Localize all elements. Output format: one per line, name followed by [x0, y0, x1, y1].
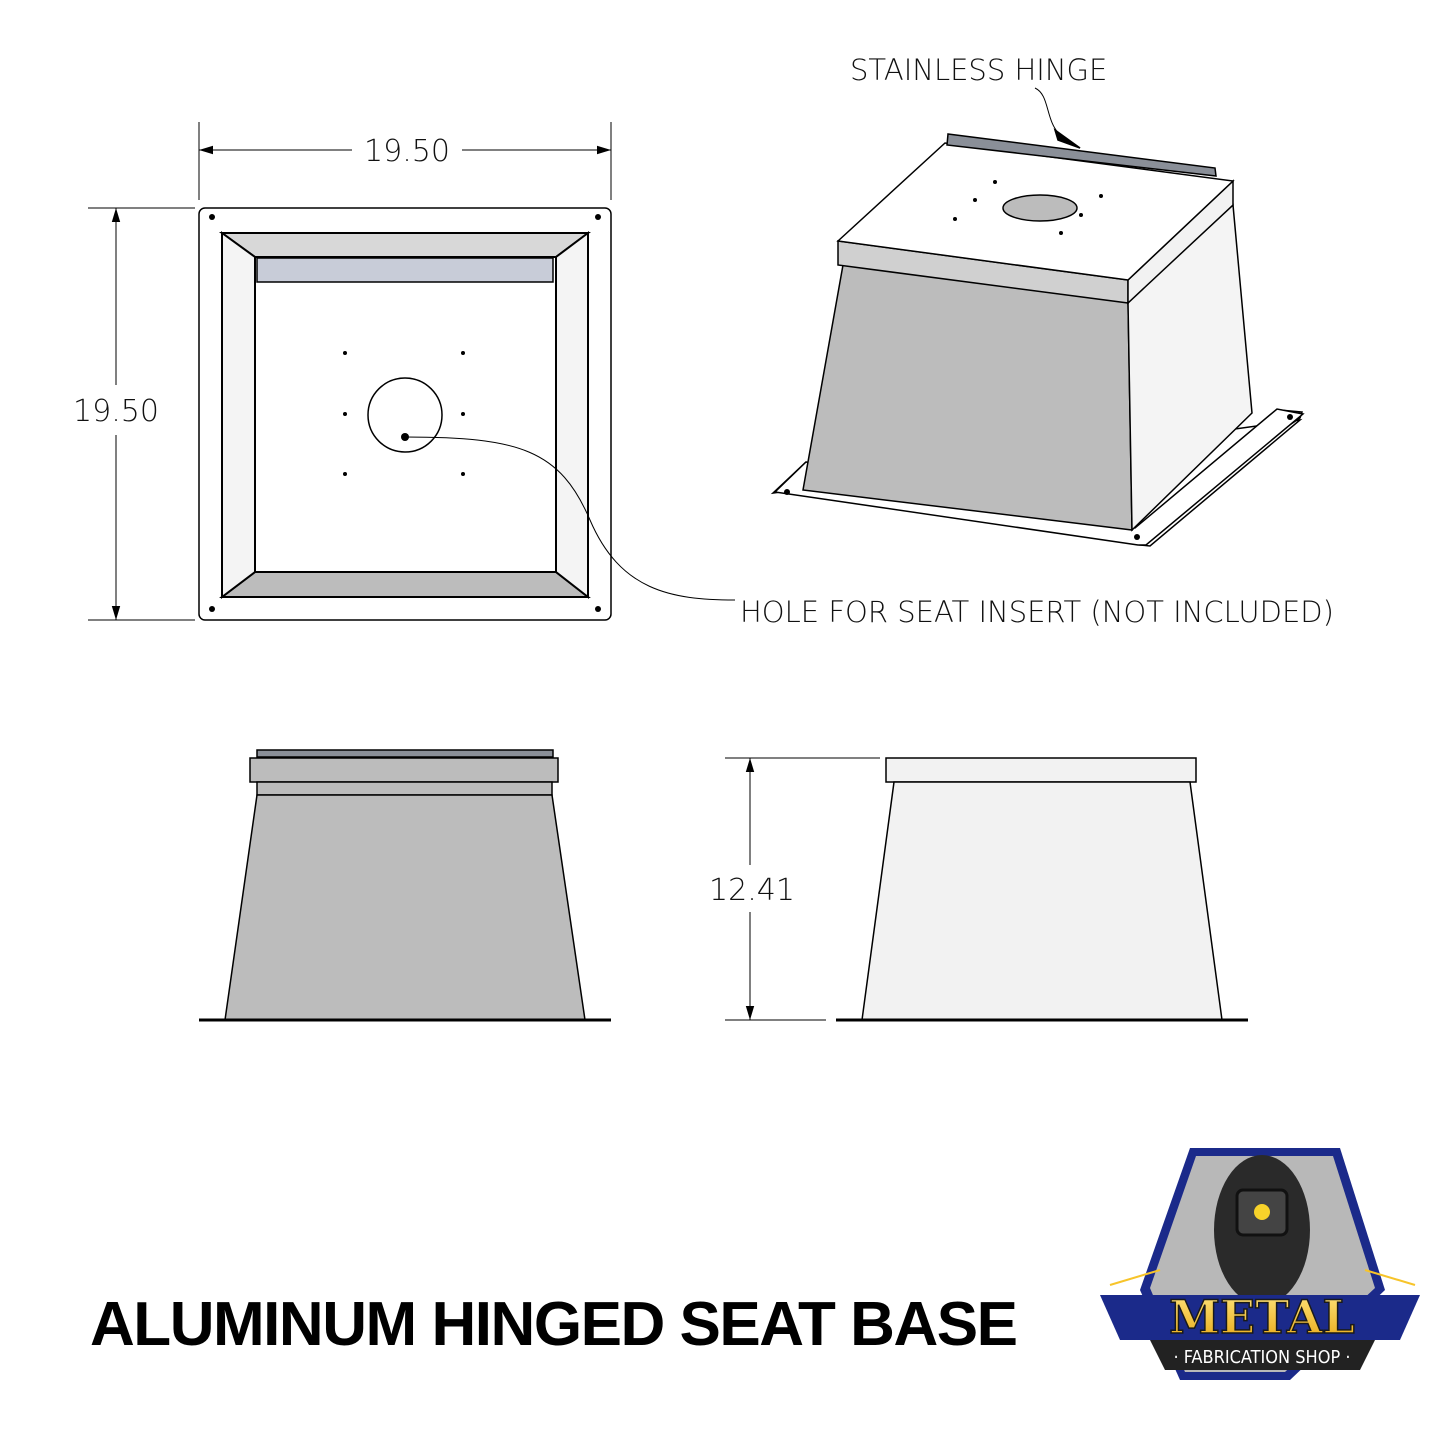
front-view: [199, 749, 611, 1022]
side-height-dimension: 12.41: [709, 873, 795, 908]
top-view: [88, 122, 736, 621]
hinge-callout: STAINLESS HINGE: [850, 53, 1107, 87]
logo-metal-text: METAL: [1169, 1290, 1355, 1344]
height-dimension: 19.50: [73, 394, 159, 429]
width-dimension: 19.50: [364, 134, 450, 169]
logo-subtitle-text: · FABRICATION SHOP ·: [1173, 1347, 1350, 1368]
drawing-title: ALUMINUM HINGED SEAT BASE: [90, 1290, 1018, 1359]
isometric-view: [770, 87, 1305, 547]
hole-callout: HOLE FOR SEAT INSERT (NOT INCLUDED): [740, 595, 1334, 629]
side-view: [725, 757, 1248, 1022]
metal-fabrication-shop-logo: METAL · FABRICATION SHOP ·: [1100, 1148, 1420, 1380]
